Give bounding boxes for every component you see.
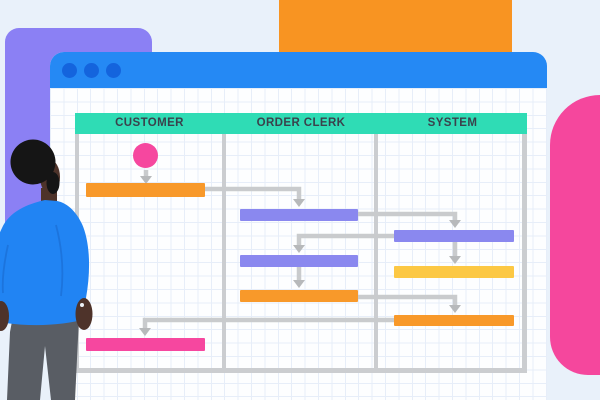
person-shirt [0,200,90,326]
person-illustration [0,139,93,400]
person-beard [46,172,60,194]
window-control-dot-2[interactable] [84,62,99,78]
decor-orange-rectangle [279,0,512,52]
decor-pink-blob [550,95,600,375]
person-shirt-seam [1,244,9,294]
node-customer-task[interactable] [86,183,205,197]
connector-system-3-to-customer-end [142,317,394,329]
person-pants [7,316,79,400]
node-customer-end[interactable] [86,338,205,351]
node-system-task-3[interactable] [394,315,514,326]
person-right-hand [75,298,93,330]
person-shirt-seam [55,224,64,297]
lane-header-system: SYSTEM [427,117,478,129]
arrowhead-icon [449,305,461,313]
lane-header-customer: CUSTOMER [115,117,184,129]
person-left-hand [0,301,9,331]
flow-connectors [139,170,461,336]
window-control-dot-1[interactable] [62,62,77,78]
arrowhead-icon [293,245,305,253]
lane-header-order-clerk: ORDER CLERK [256,117,346,129]
arrowhead-icon [293,199,305,207]
person-ring [80,303,84,307]
connector-customer-task-to-clerk-1 [205,186,302,199]
node-clerk-task-1[interactable] [240,209,358,221]
node-system-task-1[interactable] [394,230,514,242]
person-hair [10,139,56,185]
arrowhead-icon [449,220,461,228]
arrowhead-icon [140,176,152,184]
browser-titlebar [50,52,547,88]
table-border-bottom [75,368,527,373]
arrowhead-icon [449,256,461,264]
lane-divider-2 [374,134,378,368]
lane-divider-1 [222,134,226,368]
connector-clerk-3-to-system-3 [358,294,458,306]
table-border-right [522,134,527,373]
browser-window: CUSTOMER ORDER CLERK SYSTEM [50,52,547,400]
window-control-dot-3[interactable] [106,62,121,78]
node-customer-start[interactable] [133,143,158,168]
swimlane-header: CUSTOMER ORDER CLERK SYSTEM [75,113,527,134]
connector-clerk-1-to-system-1 [358,211,458,221]
arrowhead-icon [139,328,151,336]
connector-system-1-to-clerk-2 [296,233,394,246]
browser-content: CUSTOMER ORDER CLERK SYSTEM [50,88,547,400]
node-clerk-task-2[interactable] [240,255,358,267]
node-clerk-task-3[interactable] [240,290,358,302]
node-system-task-2[interactable] [394,266,514,278]
arrowhead-icon [293,280,305,288]
